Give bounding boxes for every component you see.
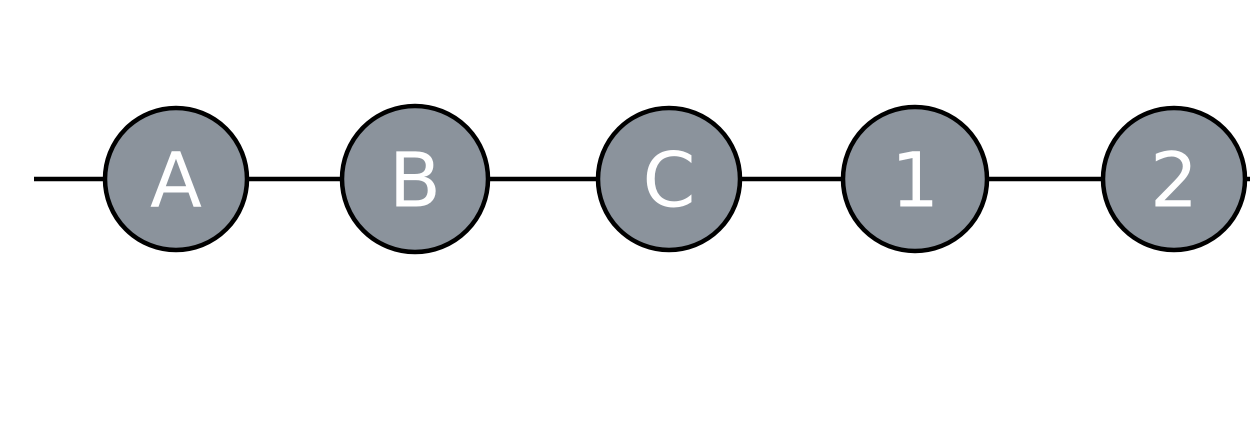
node-label-2: 2: [1150, 136, 1198, 225]
node-1[interactable]: 1: [840, 104, 990, 254]
node-label-B: B: [389, 136, 441, 225]
node-circle-B[interactable]: [339, 103, 491, 255]
node-label-A: A: [150, 136, 202, 225]
nodes-group: A B C 1 2: [102, 103, 1248, 255]
node-circle-2[interactable]: [1100, 105, 1248, 253]
node-label-C: C: [642, 136, 695, 225]
node-label-1: 1: [891, 136, 939, 225]
node-2[interactable]: 2: [1100, 105, 1248, 253]
node-circle-1[interactable]: [840, 104, 990, 254]
node-circle-C[interactable]: [595, 105, 743, 253]
node-A[interactable]: A: [102, 105, 250, 253]
node-B[interactable]: B: [339, 103, 491, 255]
node-circle-A[interactable]: [102, 105, 250, 253]
node-C[interactable]: C: [595, 105, 743, 253]
